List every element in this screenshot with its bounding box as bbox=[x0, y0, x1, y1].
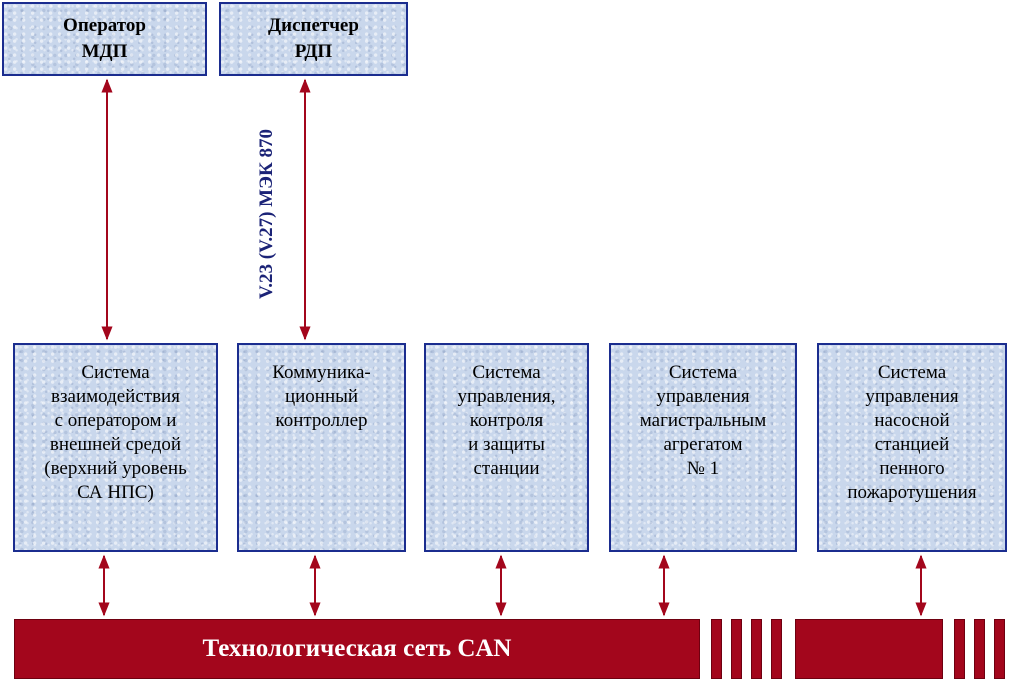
can-bus-right-section bbox=[795, 619, 943, 679]
protocol-label: V.23 (V.27) МЭК 870 bbox=[256, 128, 277, 300]
fire-pump-station-control-box: Система управления насосной станцией пен… bbox=[817, 343, 1007, 552]
operator-interaction-system-box: Система взаимодействия с оператором и вн… bbox=[13, 343, 218, 552]
bus-segment bbox=[731, 619, 742, 679]
bus-segment bbox=[974, 619, 985, 679]
station-control-system-box: Система управления, контроля и защиты ст… bbox=[424, 343, 589, 552]
bus-segment bbox=[751, 619, 762, 679]
bus-segment bbox=[771, 619, 782, 679]
bus-segment bbox=[711, 619, 722, 679]
operator-box: Оператор МДП bbox=[2, 2, 207, 76]
dispatcher-box: Диспетчер РДП bbox=[219, 2, 408, 76]
can-bus: Технологическая сеть CAN bbox=[14, 619, 700, 679]
bus-segment bbox=[954, 619, 965, 679]
communication-controller-box: Коммуника- ционный контроллер bbox=[237, 343, 406, 552]
main-unit-control-system-box: Система управления магистральным агрегат… bbox=[609, 343, 797, 552]
can-bus-label: Технологическая сеть CAN bbox=[202, 635, 512, 662]
bus-segment bbox=[994, 619, 1005, 679]
